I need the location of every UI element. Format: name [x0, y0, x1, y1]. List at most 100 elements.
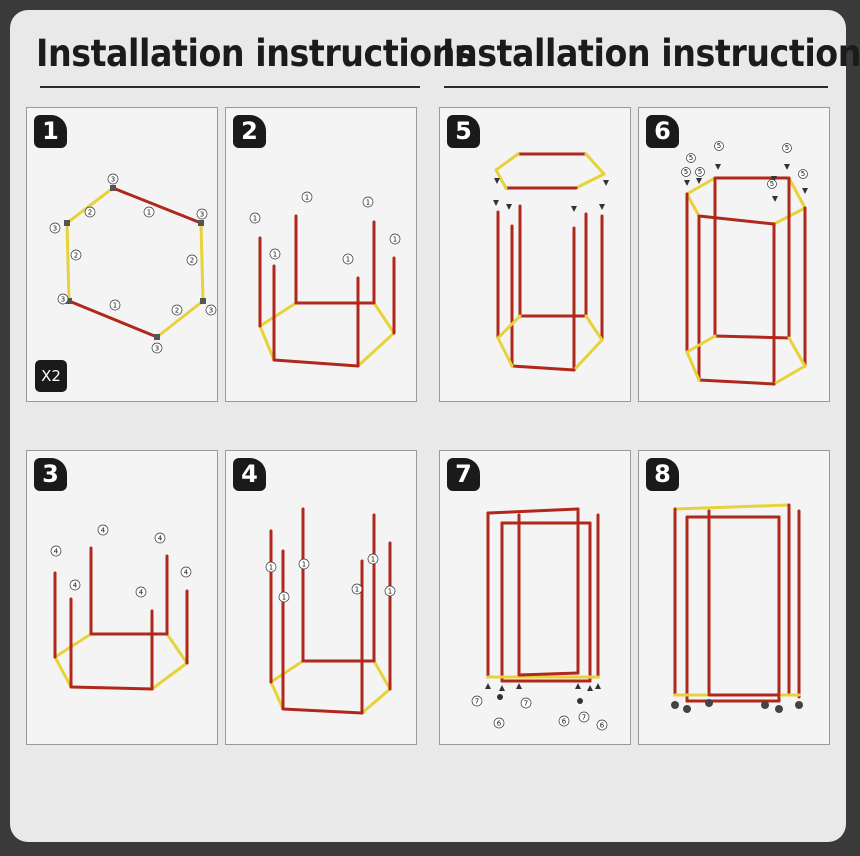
part-callout-label: 1	[371, 556, 375, 564]
step-number-badge: 5	[447, 115, 480, 148]
step-number-badge: 2	[233, 115, 266, 148]
part-callout-label: 5	[801, 170, 805, 178]
part-callout-label: 1	[253, 215, 257, 223]
heading-right: Installation instructions	[442, 32, 860, 75]
wheel-icon	[671, 701, 679, 709]
step-4-diagram: 1 1 1 1 1 1	[265, 507, 396, 715]
part-callout-label: 1	[273, 251, 277, 259]
part-callout-label: 1	[305, 194, 309, 202]
down-arrow-icon	[771, 176, 777, 182]
joint	[154, 334, 160, 340]
step-2-diagram: 1 1 1 1 1 1	[249, 191, 401, 368]
step-6-diagram: 5 5 5 5 5 5 5	[681, 141, 808, 386]
step-number-badge: 6	[646, 115, 679, 148]
part-callout	[143, 206, 155, 218]
part-callout-label: 7	[524, 700, 528, 708]
step-4-panel: 4 1 1 1 1	[225, 450, 417, 745]
up-arrow-icon	[485, 683, 491, 689]
wheel-icon	[761, 701, 769, 709]
part-callout-label: 1	[346, 256, 350, 264]
part-callout	[70, 249, 82, 261]
part-callout	[186, 254, 198, 266]
part-callout-label: 1	[366, 199, 370, 207]
part-callout-label: 1	[388, 588, 392, 596]
part-callout-label: 1	[302, 561, 306, 569]
up-arrow-icon	[575, 683, 581, 689]
heading-left-underline	[40, 86, 420, 88]
part-callout-label: 6	[497, 720, 502, 728]
part-callout	[205, 304, 217, 316]
step-2-panel: 2 1 1 1 1	[225, 107, 417, 402]
part-callout-label: 3	[111, 176, 115, 184]
step-number-badge: 7	[447, 458, 480, 491]
part-callout-label: 1	[147, 209, 151, 217]
joint	[66, 298, 72, 304]
instruction-sheet: Installation instructions Installation i…	[10, 10, 860, 842]
step-number-badge: 3	[34, 458, 67, 491]
step-1-diagram: 3 3 3 3 3 3 2 2 1 2 1 2	[49, 173, 217, 354]
part-callout-label: 4	[139, 589, 144, 597]
part-callout-label: 3	[155, 345, 159, 353]
down-arrow-icon	[772, 196, 778, 202]
wheel-icon	[775, 705, 783, 713]
part-callout-label: 3	[200, 211, 204, 219]
part-callout	[84, 206, 96, 218]
down-arrow-icon	[696, 178, 702, 184]
down-arrow-icon	[571, 206, 577, 212]
part-callout	[109, 299, 121, 311]
quantity-badge: X2	[35, 360, 67, 392]
wheel-icon	[577, 698, 583, 704]
down-arrow-icon	[506, 204, 512, 210]
down-arrow-icon	[494, 178, 500, 184]
part-callout-label: 2	[88, 209, 92, 217]
step-number-badge: 8	[646, 458, 679, 491]
down-arrow-icon	[599, 204, 605, 210]
part-callout-label: 5	[770, 180, 774, 188]
wheel-icon	[795, 701, 803, 709]
part-callout-label: 3	[61, 296, 65, 304]
wheel-icon	[705, 699, 713, 707]
part-callout-label: 4	[184, 569, 189, 577]
part-callout	[107, 173, 119, 185]
down-arrow-icon	[603, 180, 609, 186]
heading-left: Installation instructions	[36, 32, 475, 75]
down-arrow-icon	[715, 164, 721, 170]
down-arrow-icon	[802, 188, 808, 194]
part-callout-label: 4	[101, 527, 106, 535]
wheel-icon	[497, 694, 503, 700]
down-arrow-icon	[684, 180, 690, 186]
step-5-diagram	[493, 152, 609, 372]
part-callout-label: 7	[582, 714, 586, 722]
part-callout	[151, 342, 163, 354]
part-callout-label: 4	[73, 582, 78, 590]
step-7-diagram: 7 7 6 6 7 6	[471, 507, 608, 731]
step-6-panel: 6	[638, 107, 830, 402]
part-callout	[57, 293, 69, 305]
step-5-panel: 5	[439, 107, 631, 402]
part-callout-label: 6	[600, 722, 605, 730]
up-arrow-icon	[499, 685, 505, 691]
part-callout-label: 1	[269, 564, 273, 572]
up-arrow-icon	[595, 683, 601, 689]
step-3-diagram: 4 4 4 4 4 4	[50, 524, 192, 691]
step-8-panel: 8	[638, 450, 830, 745]
yellow-connector	[65, 186, 115, 225]
part-callout-label: 3	[209, 307, 213, 315]
part-callout-label: 5	[684, 168, 688, 176]
part-callout-label: 2	[175, 307, 179, 315]
step-3-panel: 3 4 4 4 4	[26, 450, 218, 745]
part-callout-label: 5	[689, 154, 693, 162]
yellow-connector	[65, 221, 71, 303]
part-callout-label: 3	[53, 225, 57, 233]
joint	[110, 185, 116, 191]
down-arrow-icon	[493, 200, 499, 206]
up-arrow-icon	[587, 685, 593, 691]
joint	[198, 220, 204, 226]
step-number-badge: 4	[233, 458, 266, 491]
part-callout-label: 1	[113, 302, 117, 310]
yellow-connector	[199, 221, 205, 303]
part-callout-label: 4	[158, 535, 163, 543]
part-callout	[49, 222, 61, 234]
joint	[64, 220, 70, 226]
red-pole	[67, 299, 159, 339]
